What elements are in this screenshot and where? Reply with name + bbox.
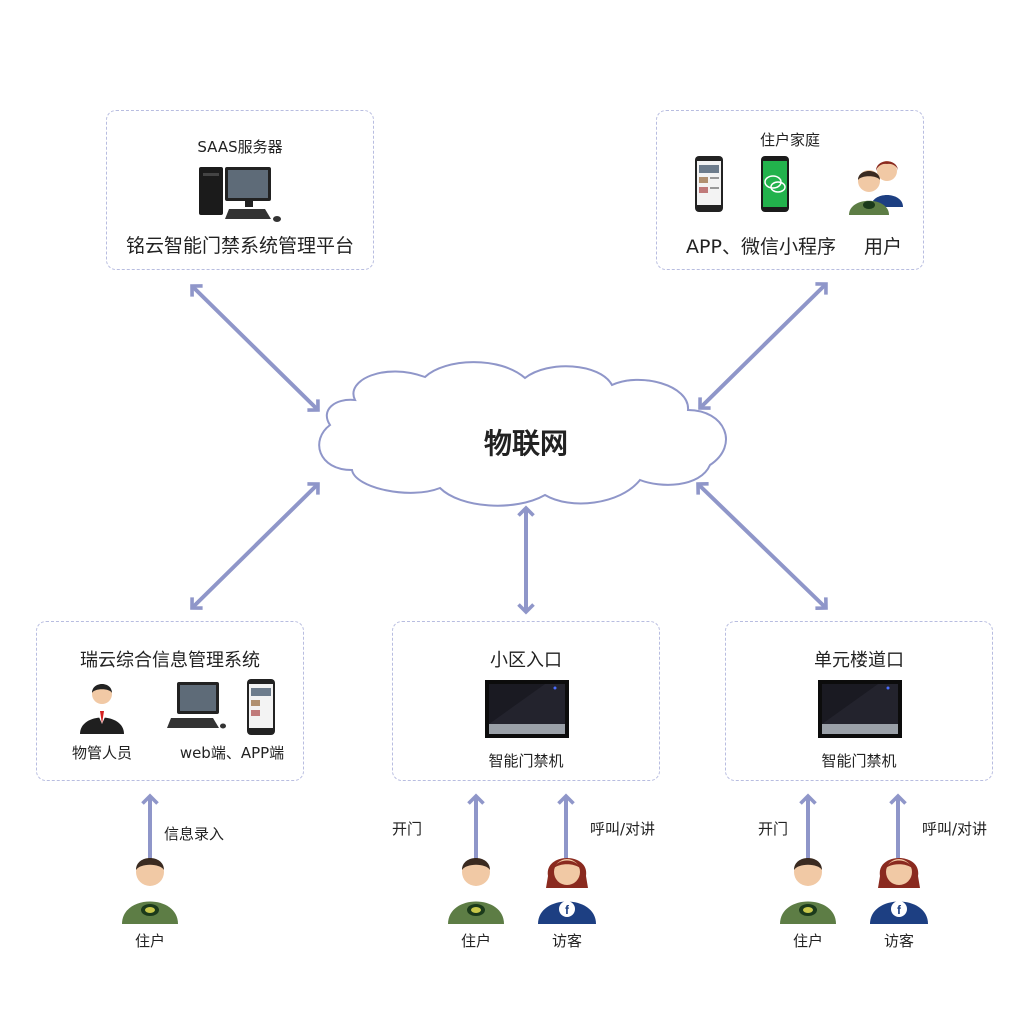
users-icon [849, 161, 903, 215]
unit-visitor-label: 访客 [883, 932, 914, 950]
resident-icon [448, 858, 504, 924]
ruiyun-system-box: 瑞云综合信息管理系统 物管人员 web端、APP端 [36, 621, 304, 781]
access-control-device-icon [818, 680, 902, 738]
community-resident-label: 住户 [460, 932, 491, 950]
arrow-saas-cloud [190, 284, 320, 412]
unit-call-label: 呼叫/对讲 [922, 820, 988, 838]
unit-device-label: 智能门禁机 [821, 752, 897, 770]
saas-platform-label: 铭云智能门禁系统管理平台 [125, 235, 354, 257]
visitor-icon: f [538, 858, 596, 924]
wechat-icon [761, 156, 789, 212]
saas-title: SAAS服务器 [197, 138, 283, 156]
arrow-home-cloud [698, 282, 828, 410]
visitor-icon: f [870, 858, 928, 924]
community-device-label: 智能门禁机 [488, 752, 564, 770]
access-control-device-icon [485, 680, 569, 738]
community-visitor-label: 访客 [551, 932, 582, 950]
resident-icon [780, 858, 836, 924]
unit-entrance-box: 单元楼道口 智能门禁机 [725, 621, 993, 781]
staff-label: 物管人员 [71, 744, 132, 762]
property-manager-icon [80, 684, 124, 734]
unit-resident-label: 住户 [792, 932, 823, 950]
home-title: 住户家庭 [759, 131, 820, 149]
community-title: 小区入口 [490, 650, 562, 671]
community-call-label: 呼叫/对讲 [590, 820, 656, 838]
unit-open-label: 开门 [758, 820, 789, 838]
desktop-computer-icon [167, 682, 226, 729]
resident-icon [122, 858, 178, 924]
ruiyun-resident-label: 住户 [134, 932, 165, 950]
home-apps-label: APP、微信小程序 [686, 236, 836, 258]
arrow-unit-cloud [696, 482, 828, 610]
arrow-ruiyun-cloud [190, 482, 320, 610]
cloud-label: 物联网 [483, 427, 568, 460]
home-user-label: 用户 [863, 236, 902, 258]
community-entrance-box: 小区入口 智能门禁机 [392, 621, 660, 781]
ruiyun-title: 瑞云综合信息管理系统 [80, 650, 260, 671]
client-label: web端、APP端 [179, 744, 285, 762]
smartphone-icon [695, 156, 723, 212]
svg-text:f: f [565, 903, 570, 917]
info-input-label: 信息录入 [164, 825, 225, 843]
unit-title: 单元楼道口 [814, 650, 904, 671]
desktop-computer-icon [199, 167, 281, 222]
smartphone-icon [247, 679, 275, 735]
svg-text:f: f [897, 903, 902, 917]
saas-server-box: SAAS服务器 铭云智能门禁系统管理平台 [106, 110, 374, 270]
iot-cloud [318, 361, 727, 507]
community-open-label: 开门 [392, 820, 423, 838]
resident-home-box: 住户家庭 APP、微信小程序 用户 [656, 110, 924, 270]
